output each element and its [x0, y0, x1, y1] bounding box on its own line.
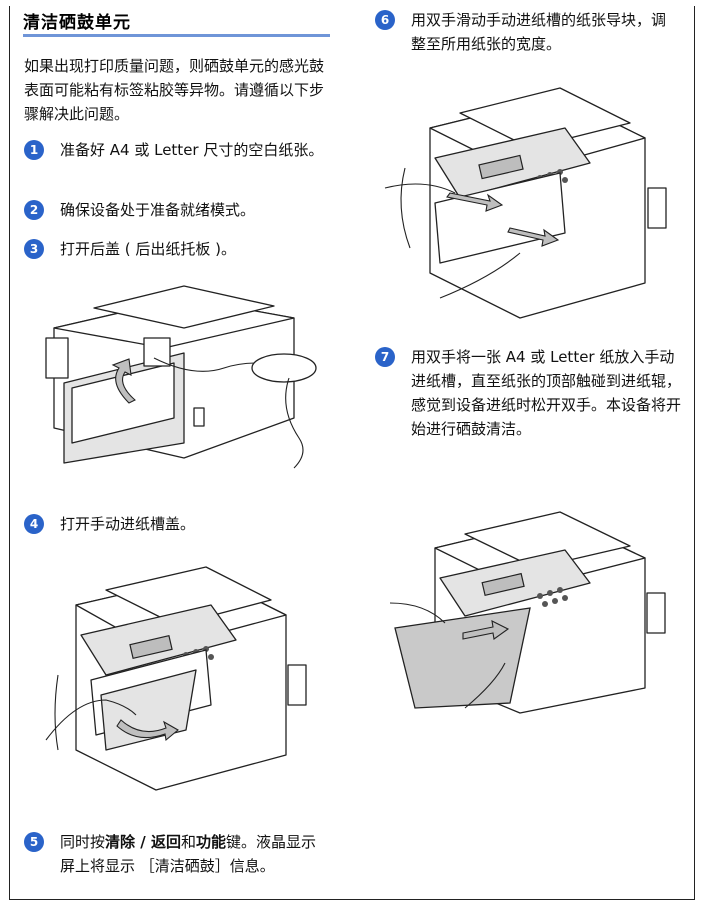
step-number-badge: 3 — [24, 239, 44, 259]
step-number-badge: 1 — [24, 140, 44, 160]
page-frame — [9, 6, 695, 900]
step-text: 确保设备处于准备就绪模式。 — [60, 201, 256, 219]
step-5: 5 同时按清除 / 返回和功能键。液晶显示屏上将显示 ［清洁硒鼓］信息。 — [24, 830, 324, 878]
clear-back-key: 清除 / 返回 — [105, 833, 181, 851]
step-number-badge: 7 — [375, 347, 395, 367]
step-text: 准备好 A4 或 Letter 尺寸的空白纸张。 — [60, 141, 324, 159]
title-underline — [23, 34, 330, 37]
step-number-badge: 6 — [375, 10, 395, 30]
rear-cover-illustration — [45, 285, 317, 469]
intro-paragraph: 如果出现打印质量问题，则硒鼓单元的感光鼓表面可能粘有标签粘胶等异物。请遵循以下步… — [24, 57, 325, 123]
section-title: 清洁硒鼓单元 — [23, 13, 131, 33]
step-3: 3 打开后盖 ( 后出纸托板 )。 — [24, 237, 334, 261]
insert-paper-illustration — [389, 511, 666, 714]
step-text: 用双手滑动手动进纸槽的纸张导块，调整至所用纸张的宽度。 — [411, 11, 667, 53]
step-text: 用双手将一张 A4 或 Letter 纸放入手动进纸槽，直至纸张的顶部触碰到进纸… — [411, 348, 682, 438]
step-number-badge: 4 — [24, 514, 44, 534]
step-number-badge: 2 — [24, 200, 44, 220]
step-text: 同时按清除 / 返回和功能键。液晶显示屏上将显示 ［清洁硒鼓］信息。 — [60, 833, 316, 875]
step-7: 7 用双手将一张 A4 或 Letter 纸放入手动进纸槽，直至纸张的顶部触碰到… — [375, 345, 685, 441]
paper-guides-illustration — [384, 87, 667, 319]
step-number-badge: 5 — [24, 832, 44, 852]
function-key: 功能 — [195, 833, 226, 851]
step-text: 打开后盖 ( 后出纸托板 )。 — [60, 240, 237, 258]
step-2: 2 确保设备处于准备就绪模式。 — [24, 198, 334, 222]
manual-feed-cover-illustration — [45, 566, 307, 791]
step-4: 4 打开手动进纸槽盖。 — [24, 512, 334, 536]
step-6: 6 用双手滑动手动进纸槽的纸张导块，调整至所用纸张的宽度。 — [375, 8, 680, 56]
step-1: 1 准备好 A4 或 Letter 尺寸的空白纸张。 — [24, 138, 334, 162]
step-text: 打开手动进纸槽盖。 — [60, 515, 196, 533]
